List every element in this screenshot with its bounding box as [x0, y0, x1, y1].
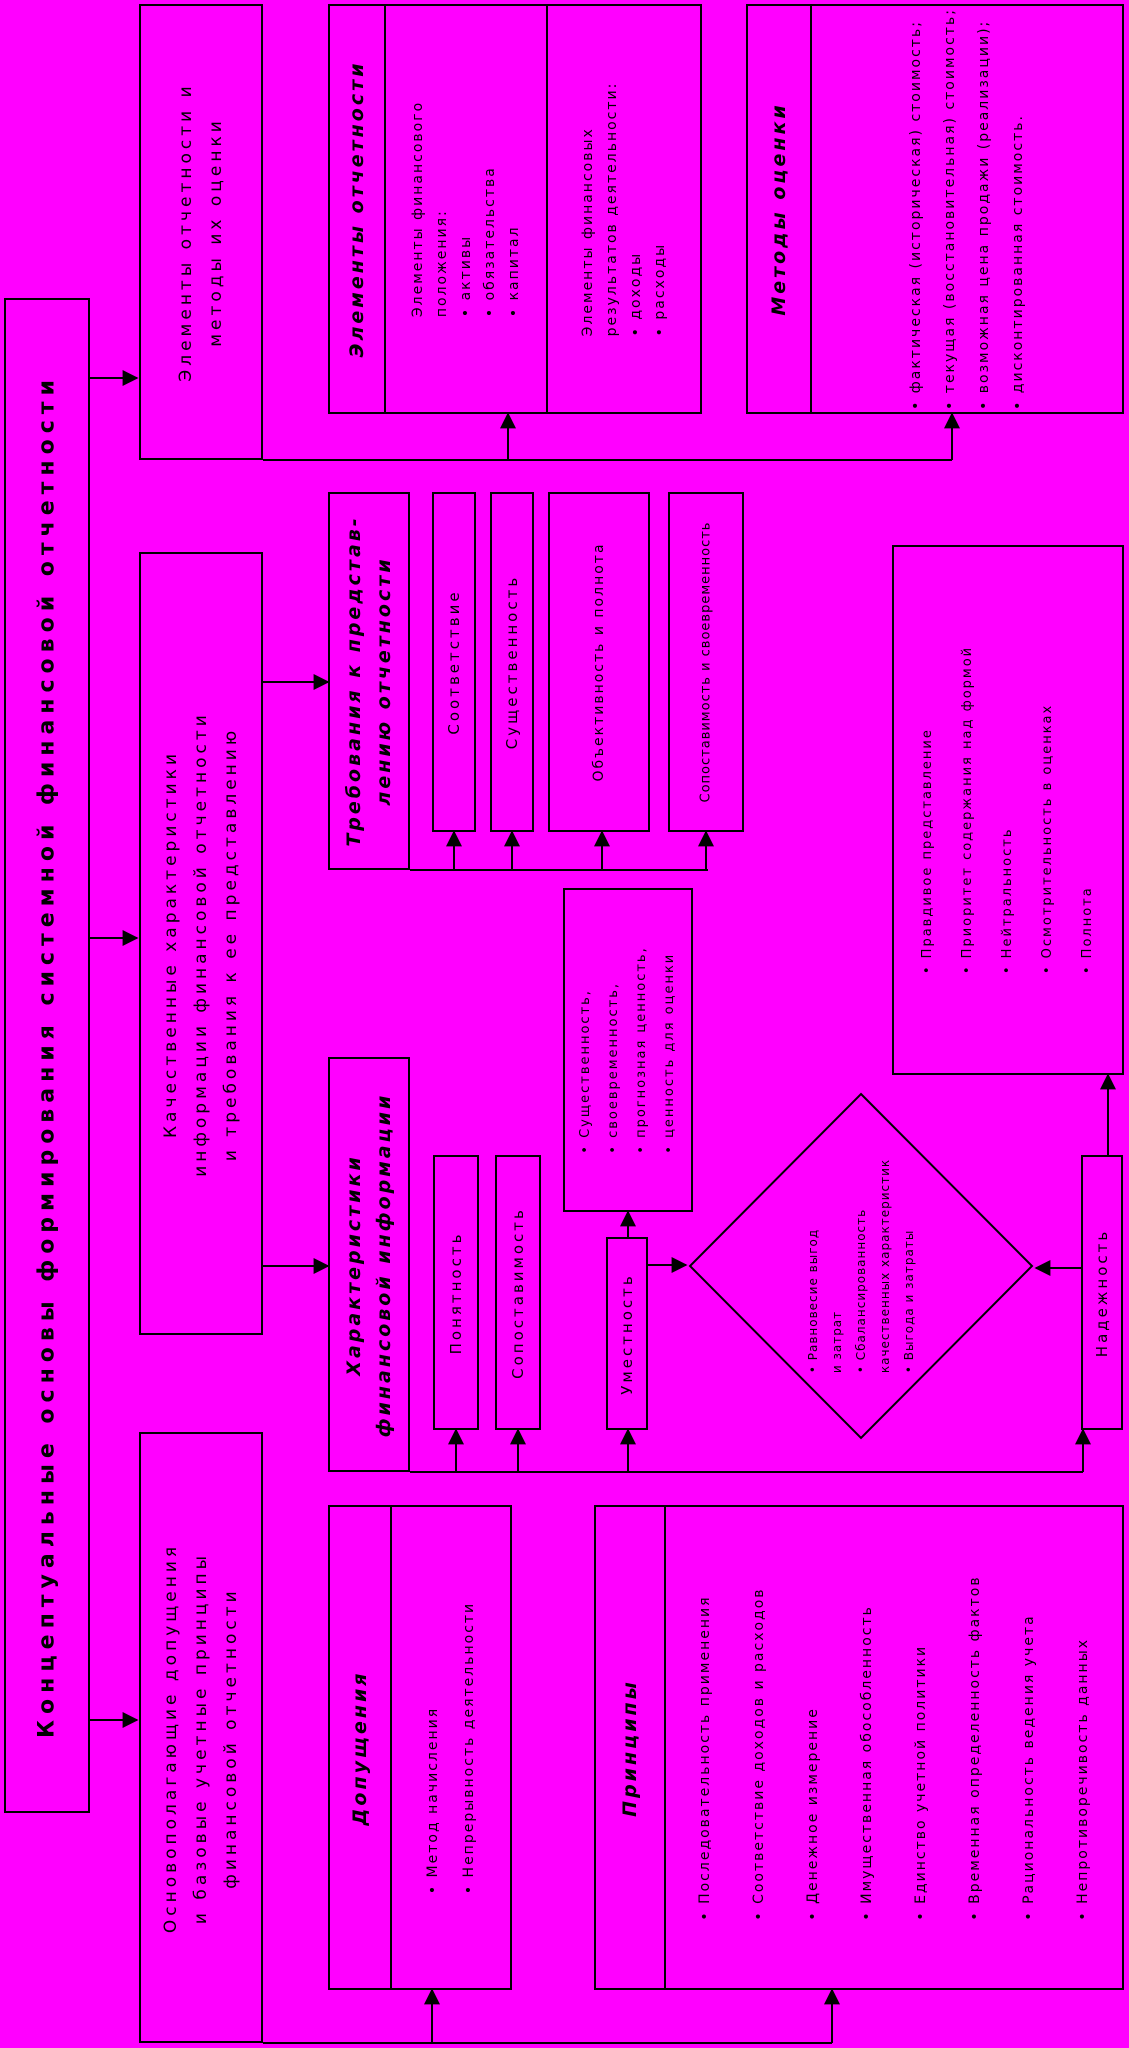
branch-assumptions-label-1: Основополагающие допущения: [161, 1542, 181, 1933]
principle-item: • Рациональность ведения учета: [1021, 1613, 1037, 1921]
reliability-aspect: • Приоритет содержания над формой: [960, 645, 975, 975]
branch-qualities-label-3: и требования к ее представлению: [221, 726, 241, 1161]
report-elements-box: Элементы отчетности Элементы финансового…: [328, 4, 702, 414]
requirement-label: Соответствие: [445, 589, 463, 735]
method-item: • возможная цена продажи (реализации);: [976, 19, 992, 410]
principle-item: • Непротиворечивость данных: [1075, 1637, 1091, 1921]
relevance-aspects-box: • Существенность, • своевременность, • п…: [563, 888, 693, 1212]
characteristic-label: Понятность: [447, 1231, 465, 1354]
principle-item: • Денежное измерение: [805, 1706, 821, 1921]
assumption-item: • Непрерывность деятельности: [461, 1601, 477, 1894]
characteristics-header-2: финансовой информации: [373, 1092, 395, 1437]
principles-header: Принципы: [619, 1678, 641, 1817]
position-elements-group: Элементы финансового положения: • активы…: [386, 6, 546, 412]
reliability-aspect: • Полнота: [1080, 886, 1095, 975]
method-item: • текущая (восстановительная) стоимость;: [942, 8, 958, 410]
principle-item: • Единство учетной политики: [913, 1644, 929, 1921]
characteristic-label: Сопоставимость: [509, 1206, 527, 1379]
results-elements-group: Элементы финансовых результатов деятельн…: [548, 6, 700, 412]
methods-header: Методы оценки: [768, 102, 790, 316]
reliability-aspect: • Осмотрительность в оценках: [1040, 703, 1055, 975]
relevance-aspect: • Существенность,: [578, 989, 593, 1154]
requirement-item-comparability: Сопоставимость и своевременность: [668, 492, 744, 832]
method-item: • фактическая (историческая) стоимость;: [908, 20, 924, 410]
report-elements-header: Элементы отчетности: [346, 60, 368, 358]
group-line: положения:: [434, 209, 450, 318]
principles-box: Принципы • Последовательность применения…: [594, 1505, 1124, 1990]
requirements-box: Требования к представ- лению отчетности: [328, 492, 410, 870]
title-box: Концептуальные основы формирования систе…: [4, 298, 90, 1813]
branch-elements-label-2: методы их оценки: [206, 117, 226, 347]
principle-item: • Временная определенность фактов: [967, 1574, 983, 1921]
requirement-label: Существенность: [503, 574, 521, 750]
group-line: • доходы: [628, 251, 644, 337]
characteristics-header-1: Характеристики: [343, 1153, 365, 1376]
balance-line: • Равновесие выгод: [806, 1228, 820, 1374]
characteristic-relevance: Уместность: [606, 1237, 648, 1430]
assumptions-box: Допущения • Метод начисления • Непрерывн…: [328, 1505, 512, 1990]
relevance-aspect: • своевременность,: [606, 981, 621, 1154]
characteristic-comparability: Сопоставимость: [495, 1155, 541, 1430]
methods-box: Методы оценки • фактическая (историческа…: [746, 4, 1124, 414]
characteristic-understandability: Понятность: [433, 1155, 479, 1430]
group-line: Элементы финансового: [410, 100, 426, 318]
branch-qualities-label-1: Качественные характеристики: [161, 749, 181, 1138]
requirements-header-2: лению отчетности: [373, 556, 395, 806]
branch-assumptions-label-3: финансовой отчетности: [221, 1586, 241, 1889]
branch-assumptions-box: Основополагающие допущения и базовые уче…: [139, 1432, 263, 2043]
branch-assumptions-label-2: и базовые учетные принципы: [191, 1551, 211, 1924]
branch-qualities-box: Качественные характеристики информации ф…: [139, 552, 263, 1335]
balance-line: • Сбалансированность: [854, 1208, 868, 1374]
balance-diamond: • Равновесие выгод и затрат • Сбалансиро…: [688, 1092, 1034, 1440]
requirement-item-materiality: Существенность: [490, 492, 534, 832]
requirement-item-objectivity: Объективность и полнота: [548, 492, 650, 832]
requirements-header-1: Требования к представ-: [343, 515, 365, 847]
page-title: Концептуальные основы формирования систе…: [34, 373, 60, 1738]
group-line: • капитал: [506, 225, 522, 318]
requirement-item-conformity: Соответствие: [432, 492, 476, 832]
branch-elements-label-1: Элементы отчетности и: [176, 82, 196, 382]
branch-qualities-label-2: информации финансовой отчетности: [191, 710, 211, 1177]
balance-line: • Выгода и затраты: [902, 1229, 916, 1374]
reliability-label: Надежность: [1093, 1228, 1111, 1357]
balance-line: и затрат: [830, 1310, 844, 1374]
principle-item: • Последовательность применения: [697, 1594, 713, 1921]
characteristic-reliability: Надежность: [1081, 1155, 1123, 1430]
reliability-aspects-box: • Правдивое представление • Приоритет со…: [892, 545, 1124, 1075]
reliability-aspect: • Правдивое представление: [920, 728, 935, 975]
assumptions-header: Допущения: [349, 1669, 371, 1826]
method-item: • дисконтированная стоимость.: [1010, 114, 1026, 410]
group-line: • расходы: [652, 242, 668, 337]
requirement-label: Объективность и полнота: [591, 542, 607, 782]
branch-elements-box: Элементы отчетности и методы их оценки: [139, 4, 263, 460]
balance-line: качественных характеристик: [878, 1158, 892, 1374]
group-line: результатов деятельности:: [604, 81, 620, 337]
assumption-item: • Метод начисления: [425, 1706, 441, 1894]
characteristics-box: Характеристики финансовой информации: [328, 1057, 410, 1472]
relevance-aspect: • ценность для оценки: [662, 952, 677, 1154]
requirement-label: Сопоставимость и своевременность: [698, 521, 714, 803]
group-line: • активы: [458, 234, 474, 318]
group-line: • обязательства: [482, 166, 498, 318]
relevance-aspect: • прогнозная ценность,: [634, 946, 649, 1154]
diamond-shape: [688, 1092, 1034, 1440]
reliability-aspect: • Нейтральность: [1000, 827, 1015, 975]
relevance-label: Уместность: [618, 1272, 636, 1395]
group-line: Элементы финансовых: [580, 127, 596, 337]
principle-item: • Соответствие доходов и расходов: [751, 1586, 767, 1921]
principle-item: • Имущественная обособленность: [859, 1604, 875, 1921]
